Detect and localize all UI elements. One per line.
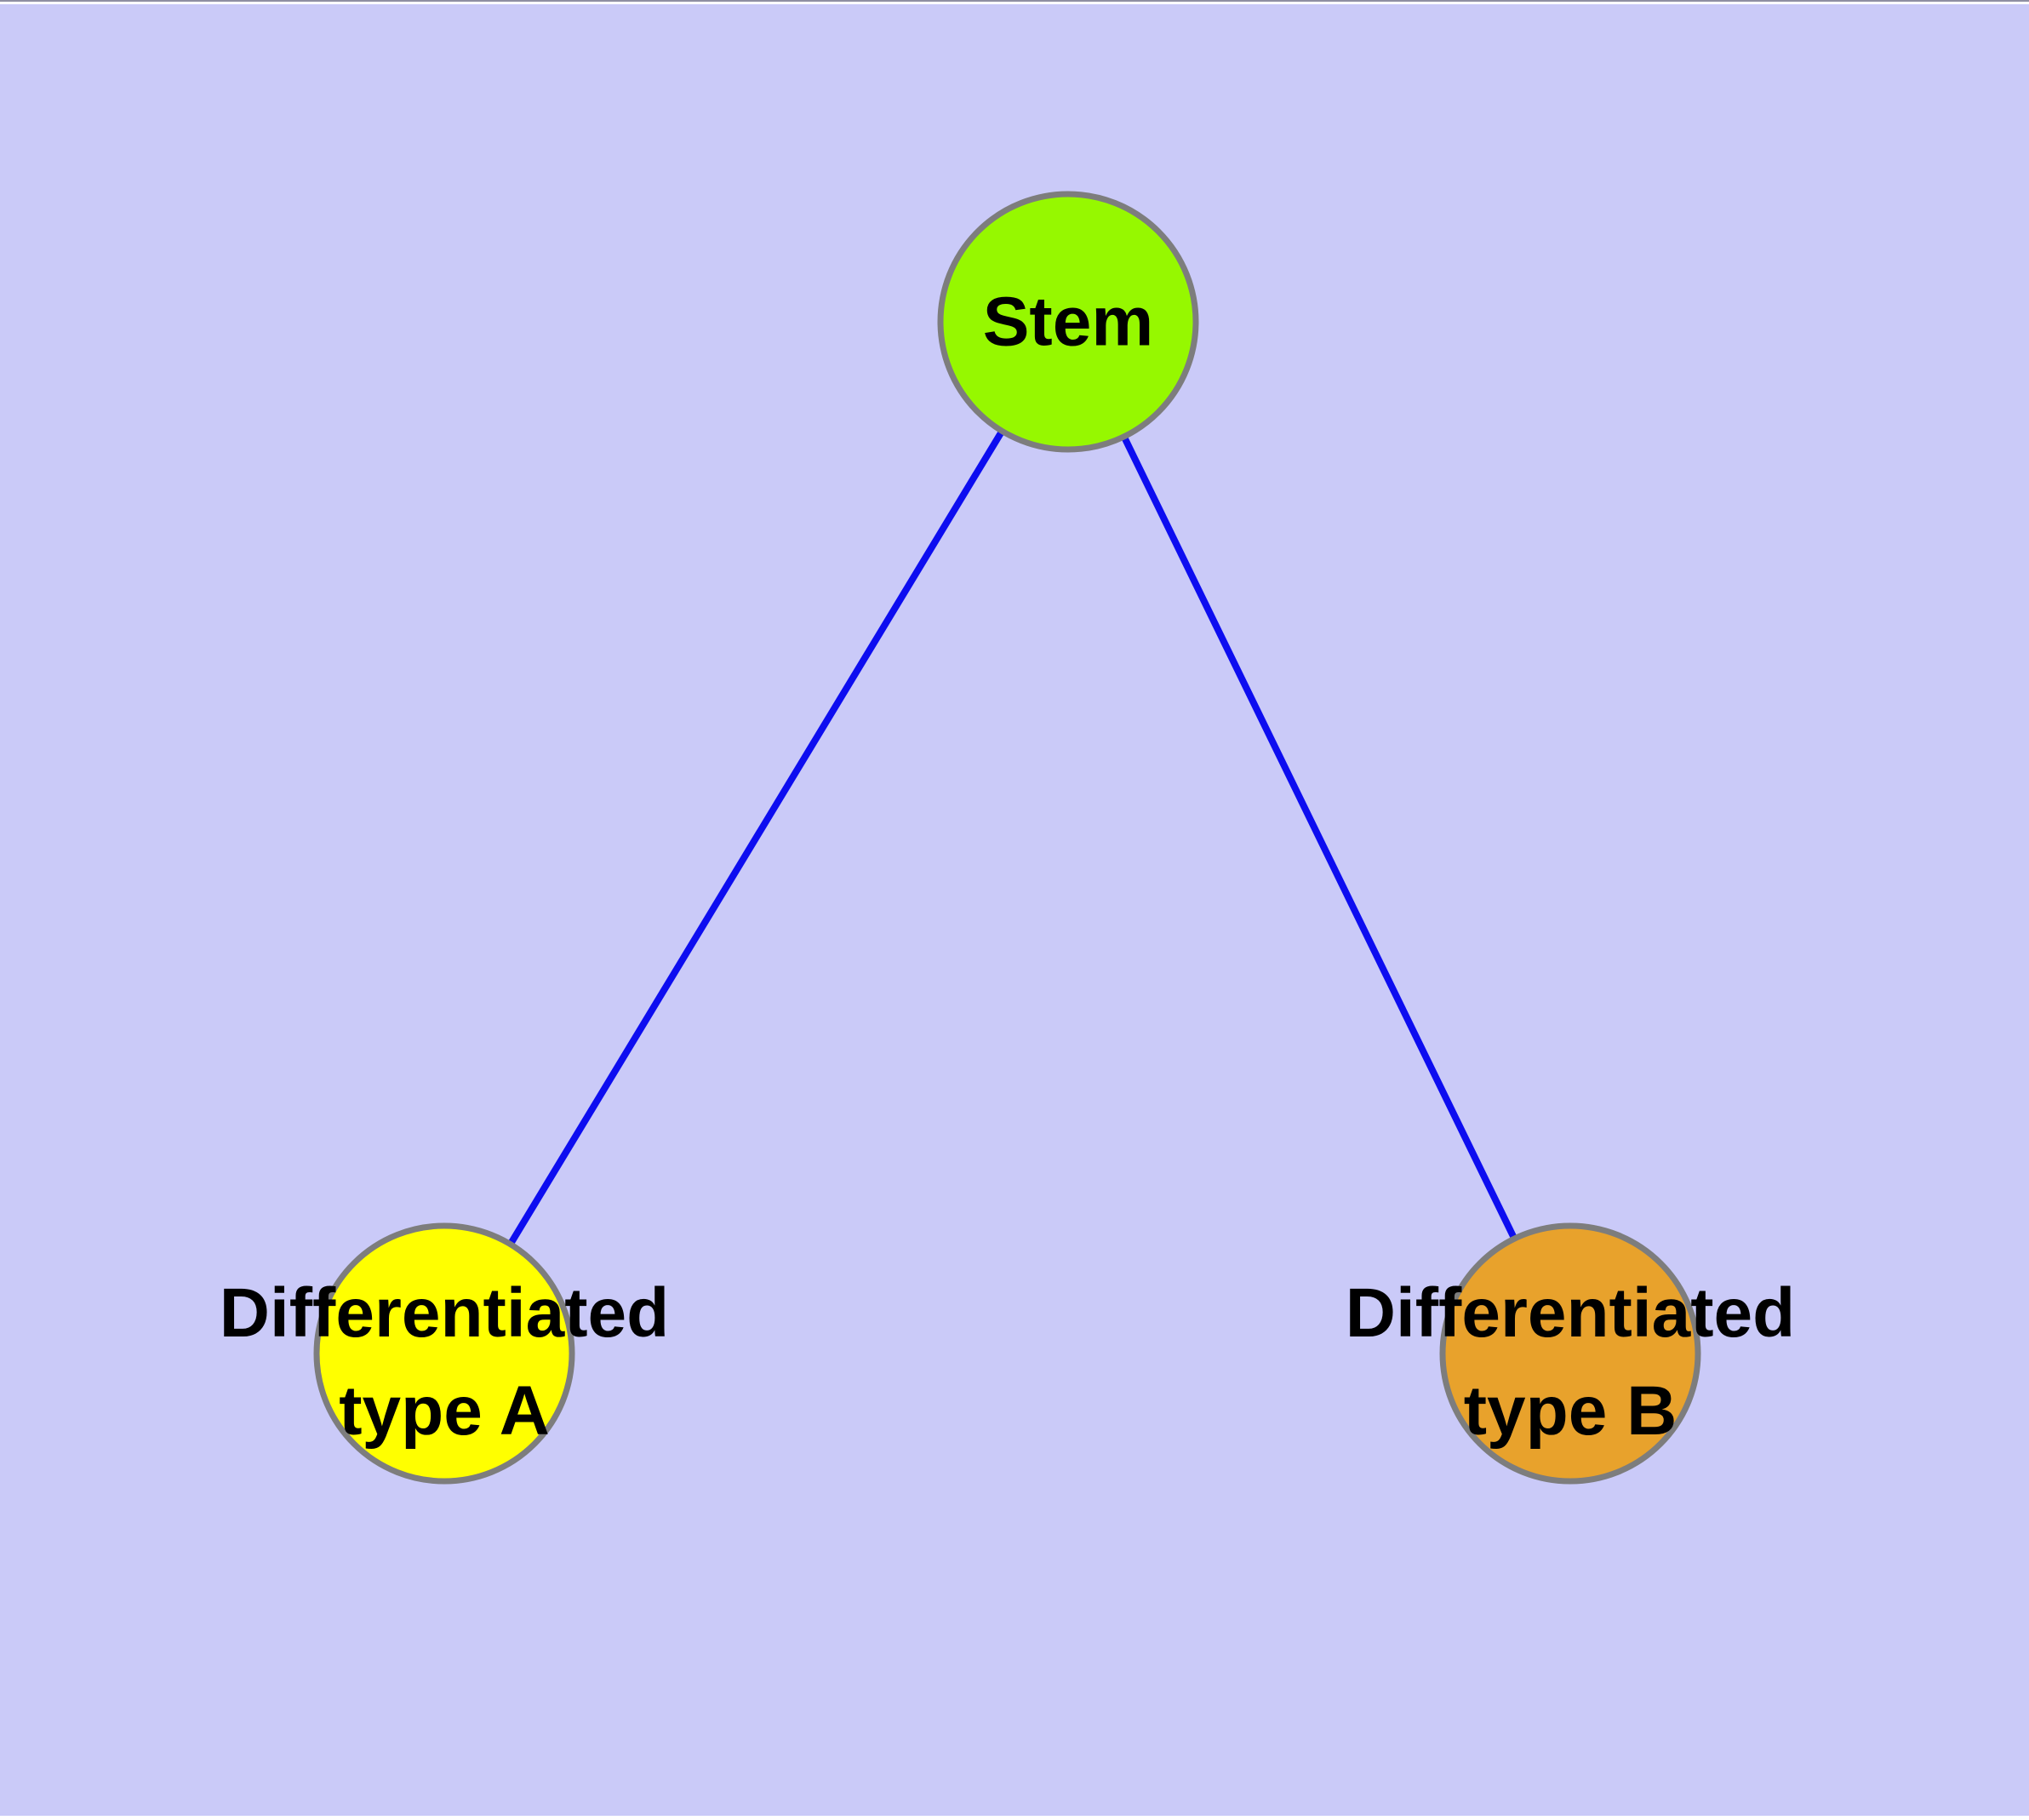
node-label-type-b-line-2: type B — [1464, 1372, 1677, 1450]
edge-stem-to-type-b — [1065, 320, 1574, 1355]
node-label-type-a-line-2: type A — [339, 1372, 550, 1450]
node-circle-type-a[interactable] — [313, 1222, 575, 1485]
node-label-type-a-line-1: Differentiated — [220, 1274, 670, 1352]
node-circle-type-b[interactable] — [1439, 1222, 1701, 1485]
node-label-stem-line-1: Stem — [983, 283, 1154, 361]
node-label-type-b-line-1: Differentiated — [1346, 1274, 1796, 1352]
edge-stem-to-type-a — [441, 319, 1072, 1356]
top-border-line — [0, 0, 2029, 2]
node-circle-stem[interactable] — [937, 191, 1199, 453]
